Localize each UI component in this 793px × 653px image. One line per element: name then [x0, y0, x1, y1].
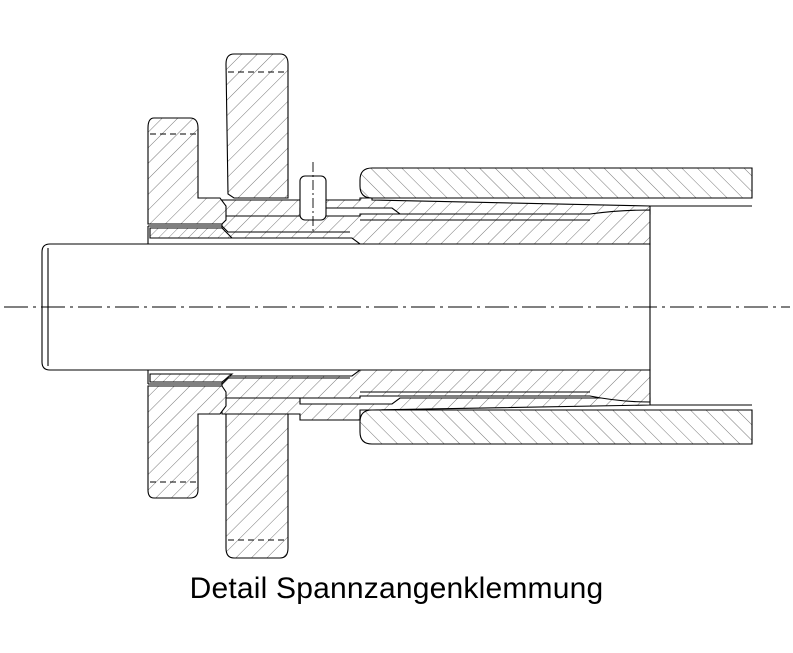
tube-housing-upper — [359, 167, 753, 199]
pressure-flange-lower — [225, 413, 289, 559]
tube-housing-lower — [359, 409, 753, 445]
collet-head-lower — [149, 373, 234, 383]
collet-upper — [221, 209, 651, 245]
drawing-caption: Detail Spannzangenklemmung — [189, 572, 604, 605]
clamping-nut-upper — [147, 117, 227, 225]
pressure-flange-upper — [225, 53, 289, 199]
sleeve-upper — [221, 197, 651, 217]
collet-head-upper — [149, 227, 234, 239]
clamping-nut-lower — [147, 385, 227, 499]
collet-lower — [221, 369, 651, 403]
dowel-pin — [299, 162, 327, 232]
sleeve-lower — [221, 397, 651, 421]
